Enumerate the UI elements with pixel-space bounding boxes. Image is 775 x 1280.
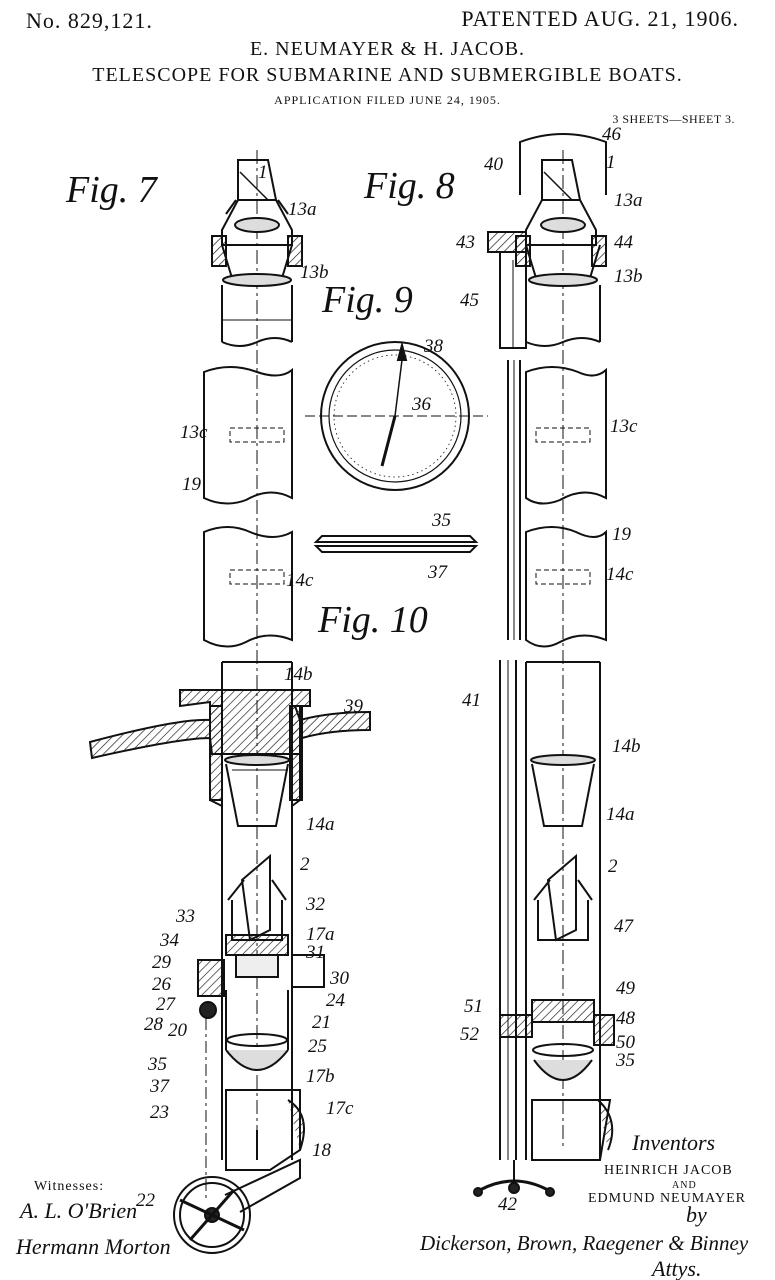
ref-numeral: 38 (423, 336, 444, 357)
sheet-count: 3 SHEETS—SHEET 3. (612, 112, 735, 126)
fig8-telescope (473, 133, 615, 1197)
ref-numeral: 27 (156, 994, 177, 1015)
attorneys-signature: Dickerson, Brown, Raegener & Binney (419, 1231, 749, 1255)
ref-numeral: 49 (616, 978, 636, 999)
ref-numeral: 23 (150, 1102, 169, 1123)
fig7-telescope (88, 150, 371, 1254)
ref-numeral: 14a (606, 804, 635, 825)
ref-numeral: 47 (614, 916, 635, 937)
ref-numeral: 2 (608, 856, 618, 877)
patent-number: No. 829,121. (26, 8, 153, 33)
ref-numeral: 36 (411, 394, 432, 415)
patent-date: PATENTED AUG. 21, 1906. (461, 6, 739, 31)
ref-numeral: 41 (462, 690, 481, 711)
fig9-label: Fig. 9 (321, 279, 413, 321)
ref-numeral: 45 (460, 290, 479, 311)
ref-numeral: 2 (300, 854, 310, 875)
ref-numeral: 17a (306, 924, 335, 945)
ref-numeral: 31 (305, 942, 325, 963)
patent-title: TELESCOPE FOR SUBMARINE AND SUBMERGIBLE … (92, 64, 683, 86)
ref-numeral: 13b (300, 262, 329, 283)
ref-numeral: 35 (431, 510, 451, 531)
and-word: AND (672, 1180, 697, 1191)
ref-numeral: 42 (498, 1194, 518, 1215)
ref-numeral: 43 (456, 232, 475, 253)
ref-numeral: 14b (612, 736, 641, 757)
ref-numeral: 13b (614, 266, 643, 287)
ref-numeral: 46 (602, 124, 622, 145)
fig9-dial (305, 341, 488, 491)
ref-numeral: 21 (312, 1012, 331, 1033)
fig7-label: Fig. 7 (65, 169, 159, 211)
ref-numeral: 14c (286, 570, 314, 591)
ref-numeral: 17b (306, 1066, 335, 1087)
inventor-2-name: EDMUND NEUMAYER (588, 1191, 746, 1206)
ref-numeral: 29 (152, 952, 172, 973)
signature-block: Witnesses: A. L. O'Brien Hermann Morton … (15, 1130, 749, 1280)
ref-numeral: 25 (308, 1036, 327, 1057)
fig8-label: Fig. 8 (363, 165, 455, 207)
witness-2-signature: Hermann Morton (15, 1234, 171, 1259)
inventors-label: Inventors (631, 1130, 715, 1155)
ref-numeral: 33 (175, 906, 195, 927)
ref-numeral: 44 (614, 232, 634, 253)
ref-numeral: 13a (288, 199, 317, 220)
ref-numeral: 13c (180, 422, 208, 443)
ref-numeral: 14a (306, 814, 335, 835)
ref-numeral: 1 (606, 152, 616, 173)
ref-numeral: 13a (614, 190, 643, 211)
reference-numerals: 1 13a 13b 13c 19 14c 14b 39 14a 2 32 33 … (136, 124, 643, 1215)
witnesses-label: Witnesses: (34, 1179, 104, 1194)
ref-numeral: 26 (152, 974, 172, 995)
ref-numeral: 32 (305, 894, 326, 915)
attys-label: Attys. (650, 1256, 702, 1280)
by-word: by (686, 1202, 707, 1227)
fig10-label: Fig. 10 (317, 599, 428, 641)
ref-numeral: 1 (258, 162, 268, 183)
ref-numeral: 40 (484, 154, 504, 175)
fig10-plates (313, 535, 479, 553)
ref-numeral: 51 (464, 996, 483, 1017)
ref-numeral: 20 (168, 1020, 188, 1041)
ref-numeral: 19 (612, 524, 632, 545)
ref-numeral: 35 (615, 1050, 635, 1071)
application-filed: APPLICATION FILED JUNE 24, 1905. (274, 93, 501, 107)
ref-numeral: 18 (312, 1140, 332, 1161)
ref-numeral: 37 (149, 1076, 171, 1097)
ref-numeral: 48 (616, 1008, 636, 1029)
ref-numeral: 22 (136, 1190, 156, 1211)
ref-numeral: 17c (326, 1098, 354, 1119)
ref-numeral: 37 (427, 562, 449, 583)
ref-numeral: 30 (329, 968, 350, 989)
ref-numeral: 50 (616, 1032, 636, 1053)
ref-numeral: 34 (159, 930, 180, 951)
inventor-names: E. NEUMAYER & H. JACOB. (249, 38, 526, 60)
ref-numeral: 14b (284, 664, 313, 685)
ref-numeral: 35 (147, 1054, 167, 1075)
inventor-1-name: HEINRICH JACOB (604, 1163, 733, 1178)
ref-numeral: 19 (182, 474, 202, 495)
ref-numeral: 28 (144, 1014, 164, 1035)
ref-numeral: 13c (610, 416, 638, 437)
ref-numeral: 24 (326, 990, 346, 1011)
ref-numeral: 39 (343, 696, 364, 717)
witness-1-signature: A. L. O'Brien (18, 1198, 137, 1223)
ref-numeral: 14c (606, 564, 634, 585)
ref-numeral: 52 (460, 1024, 480, 1045)
